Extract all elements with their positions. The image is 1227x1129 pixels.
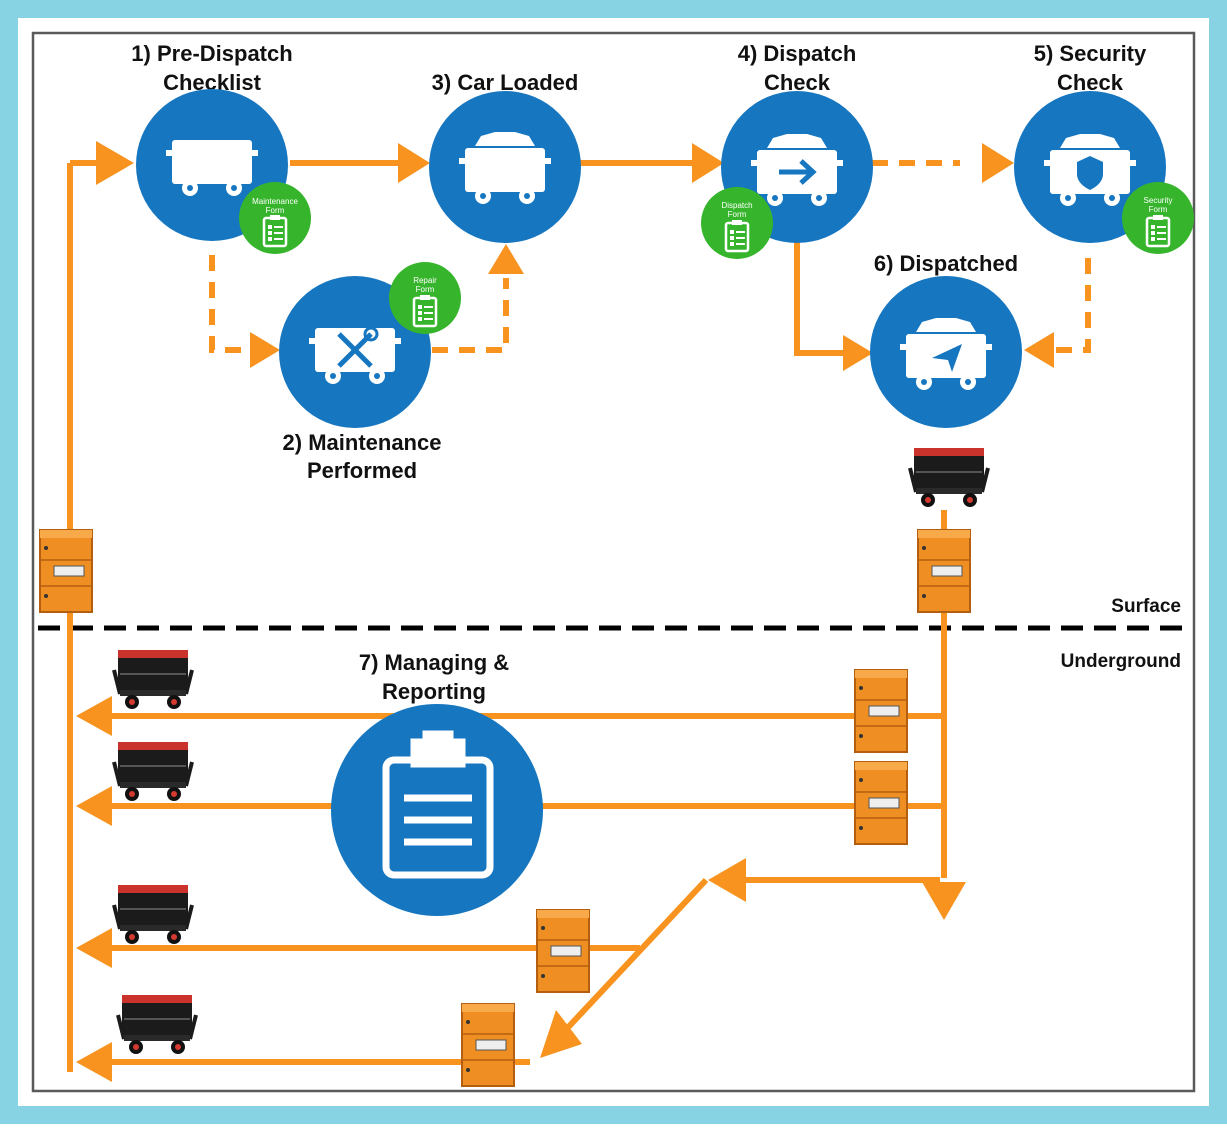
- wrench-screwdriver-cart-icon: [309, 326, 401, 384]
- clipboard-icon: [382, 730, 494, 879]
- step-dispatch-check: 4) Dispatch Check Dispatch Form: [701, 41, 873, 259]
- control-cabinet-icon: [39, 529, 93, 613]
- step-maintenance: Repair Form 2) Maintenance Performed: [279, 262, 461, 483]
- inner-frame: [31, 31, 1196, 1093]
- step-managing-reporting: 7) Managing & Reporting: [331, 650, 543, 916]
- step-4-title-line1: 4) Dispatch: [738, 41, 857, 66]
- arrow-cart-icon: [751, 134, 843, 206]
- dispatch-form-badge: Dispatch Form: [701, 187, 773, 259]
- step-dispatched: 6) Dispatched: [870, 251, 1022, 428]
- surface-label: Surface: [1111, 596, 1181, 617]
- step-1-title-line1: 1) Pre-Dispatch: [131, 41, 292, 66]
- step-5-title-line1: 5) Security: [1034, 41, 1147, 66]
- maintenance-form-badge: Maintenance Form: [239, 182, 311, 254]
- step-7-title-line2: Reporting: [382, 679, 486, 704]
- control-cabinet-icon: [917, 529, 971, 613]
- security-form-badge-line2: Form: [1149, 205, 1168, 214]
- shield-cart-icon: [1044, 134, 1136, 206]
- repair-form-badge: Repair Form: [389, 262, 461, 334]
- step-car-loaded: 3) Car Loaded: [429, 70, 581, 243]
- arrowheads: [76, 141, 1054, 1082]
- security-form-badge: Security Form: [1122, 182, 1194, 254]
- repair-form-badge-line2: Form: [416, 285, 435, 294]
- send-cart-icon: [900, 318, 992, 390]
- step-pre-dispatch: 1) Pre-Dispatch Checklist Maintenance Fo…: [131, 41, 311, 254]
- control-cabinet-icon: [536, 909, 590, 993]
- step-3-title: 3) Car Loaded: [432, 70, 579, 95]
- step-2-title-line1: 2) Maintenance: [283, 430, 442, 455]
- control-cabinet-icon: [854, 761, 908, 845]
- step-2-title-line2: Performed: [307, 458, 417, 483]
- underground-label: Underground: [1061, 651, 1181, 672]
- maintenance-form-badge-line2: Form: [266, 206, 285, 215]
- security-form-badge-line1: Security: [1144, 196, 1173, 205]
- maintenance-form-badge-line1: Maintenance: [252, 197, 298, 206]
- dispatch-form-badge-line1: Dispatch: [721, 201, 752, 210]
- step-security-check: 5) Security Check Security Form: [1014, 41, 1194, 254]
- step-5-title-line2: Check: [1057, 70, 1124, 95]
- control-cabinet-icon: [461, 1003, 515, 1087]
- step-7-title-line1: 7) Managing &: [359, 650, 509, 675]
- dispatch-form-badge-line2: Form: [728, 210, 747, 219]
- control-cabinet-icon: [854, 669, 908, 753]
- step-4-title-line2: Check: [764, 70, 831, 95]
- dashed-flow-lines: [209, 160, 1091, 353]
- repair-form-badge-line1: Repair: [413, 276, 437, 285]
- step-6-title: 6) Dispatched: [874, 251, 1018, 276]
